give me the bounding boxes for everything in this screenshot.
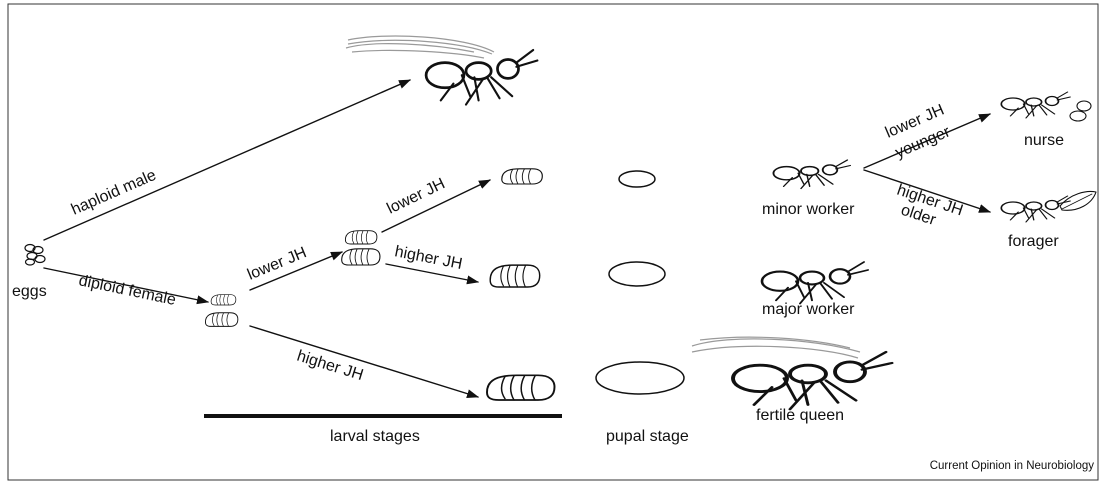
label-lower-jh-1: lower JH <box>245 244 309 283</box>
label-forager: forager <box>1008 233 1059 250</box>
label-fertile-queen: fertile queen <box>756 407 844 424</box>
label-eggs: eggs <box>12 283 47 300</box>
larva-small-icon <box>205 295 237 327</box>
eggs-icon <box>25 245 45 266</box>
label-haploid-male: haploid male <box>69 167 159 219</box>
major-worker-icon <box>762 262 868 304</box>
pupa-minor-icon <box>619 171 655 187</box>
label-higher-jh-2: higher JH <box>393 243 463 273</box>
fertile-queen-icon <box>692 337 892 409</box>
pupa-major-icon <box>609 262 665 286</box>
arrow-higher-jh-1 <box>250 326 478 397</box>
label-higher-jh-1: higher JH <box>295 348 365 385</box>
label-pupal-stage: pupal stage <box>606 428 689 445</box>
label-major-worker: major worker <box>762 301 855 318</box>
arrow-eggs-to-male <box>44 80 410 240</box>
pupa-queen-icon <box>596 362 684 394</box>
figure-credit: Current Opinion in Neurobiology <box>930 460 1095 472</box>
larva-queen-icon <box>487 375 555 400</box>
label-diploid-female: diploid female <box>77 272 177 309</box>
male-ant-icon <box>346 36 537 105</box>
label-lower-jh-2: lower JH <box>384 175 447 217</box>
figure-border <box>8 4 1098 480</box>
larva-medium-icon <box>342 231 380 265</box>
label-larval-stages: larval stages <box>330 428 420 445</box>
nurse-icon <box>1001 92 1091 121</box>
forager-icon <box>1001 192 1096 222</box>
larva-minor-icon <box>502 169 543 184</box>
label-minor-worker: minor worker <box>762 201 855 218</box>
label-nurse: nurse <box>1024 132 1064 149</box>
minor-worker-icon <box>773 160 850 189</box>
larva-major-icon <box>490 265 540 287</box>
